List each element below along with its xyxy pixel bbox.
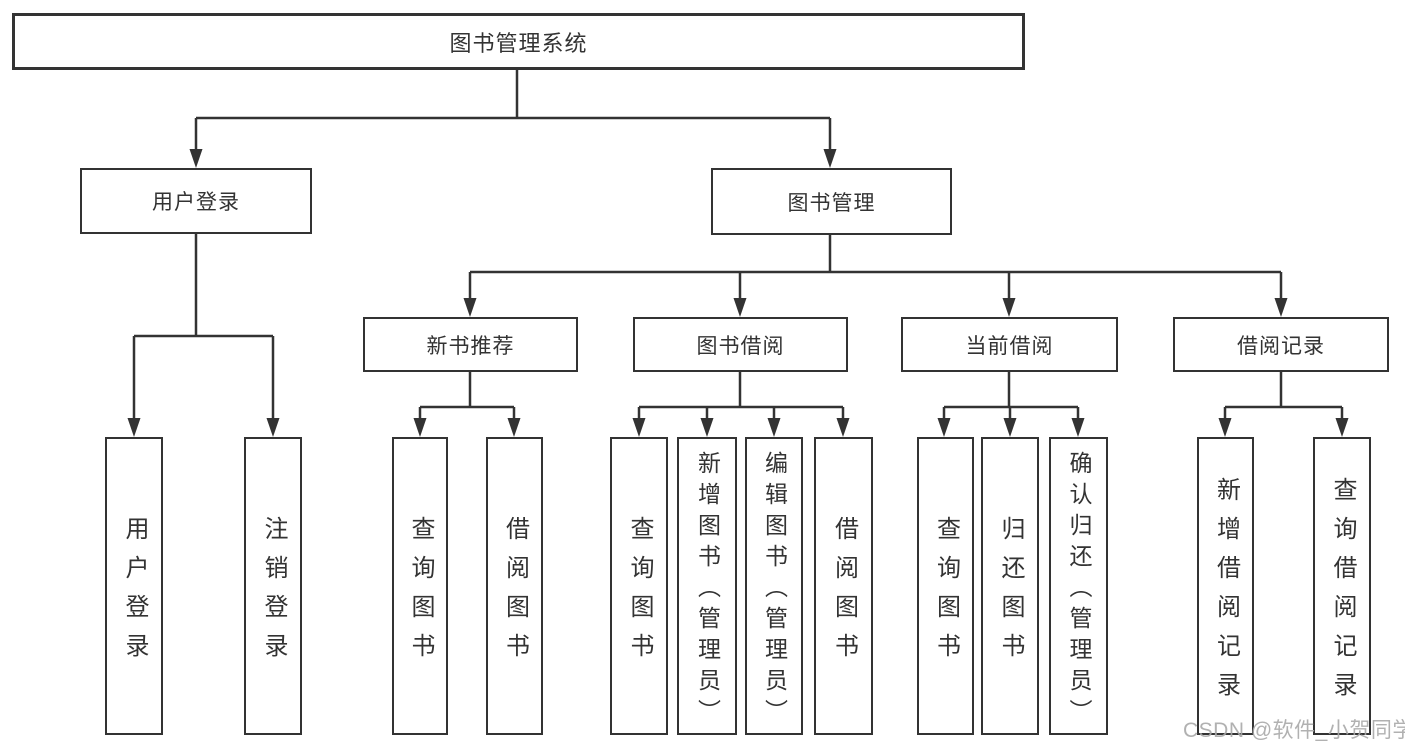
node-label: 查询借阅记录 [1329, 476, 1356, 711]
node-label: 新增图书（管理员） [694, 450, 721, 730]
node-label: 查询图书 [932, 515, 960, 672]
node-label: 新增借阅记录 [1212, 476, 1240, 711]
node-label: 借阅记录 [1237, 334, 1325, 358]
node-label: 借阅图书 [830, 515, 858, 672]
node-label: 借阅图书 [501, 515, 529, 672]
leaf-logout: 注销登录 [244, 437, 302, 735]
leaf-user-login: 用户登录 [105, 437, 163, 735]
leaf-query-books-2: 查询图书 [610, 437, 668, 735]
node-label: 查询图书 [407, 515, 434, 672]
leaf-add-borrow-record: 新增借阅记录 [1197, 437, 1254, 735]
node-label: 当前借阅 [965, 334, 1054, 358]
node-label: 用户登录 [121, 515, 148, 672]
node-label: 归还图书 [997, 515, 1024, 672]
leaf-return-books: 归还图书 [981, 437, 1039, 735]
node-borrow-records: 借阅记录 [1173, 317, 1389, 372]
node-book-borrow: 图书借阅 [633, 317, 848, 372]
leaf-borrow-books-1: 借阅图书 [486, 437, 543, 735]
node-label: 注销登录 [260, 515, 287, 672]
node-label: 图书管理系统 [449, 30, 588, 56]
leaf-add-book-admin: 新增图书（管理员） [677, 437, 737, 735]
node-new-book-recommend: 新书推荐 [363, 317, 578, 372]
node-label: 图书借阅 [696, 334, 785, 358]
node-user-login: 用户登录 [80, 168, 312, 234]
leaf-borrow-books-2: 借阅图书 [814, 437, 873, 735]
node-label: 新书推荐 [426, 334, 515, 358]
node-book-management: 图书管理 [711, 168, 952, 235]
node-label: 查询图书 [626, 515, 653, 672]
leaf-query-books-1: 查询图书 [392, 437, 448, 735]
leaf-query-books-3: 查询图书 [917, 437, 974, 735]
node-library-management-system: 图书管理系统 [12, 13, 1025, 70]
node-label: 编辑图书（管理员） [761, 450, 788, 730]
node-label: 图书管理 [787, 191, 876, 215]
csdn-watermark: CSDN @软件_小贺同学 [1183, 719, 1405, 742]
leaf-confirm-return-admin: 确认归还（管理员） [1049, 437, 1108, 735]
node-label: 用户登录 [152, 191, 240, 214]
node-current-borrow: 当前借阅 [901, 317, 1118, 372]
node-label: 确认归还（管理员） [1066, 450, 1092, 730]
leaf-query-borrow-record: 查询借阅记录 [1313, 437, 1371, 735]
leaf-edit-book-admin: 编辑图书（管理员） [745, 437, 803, 735]
